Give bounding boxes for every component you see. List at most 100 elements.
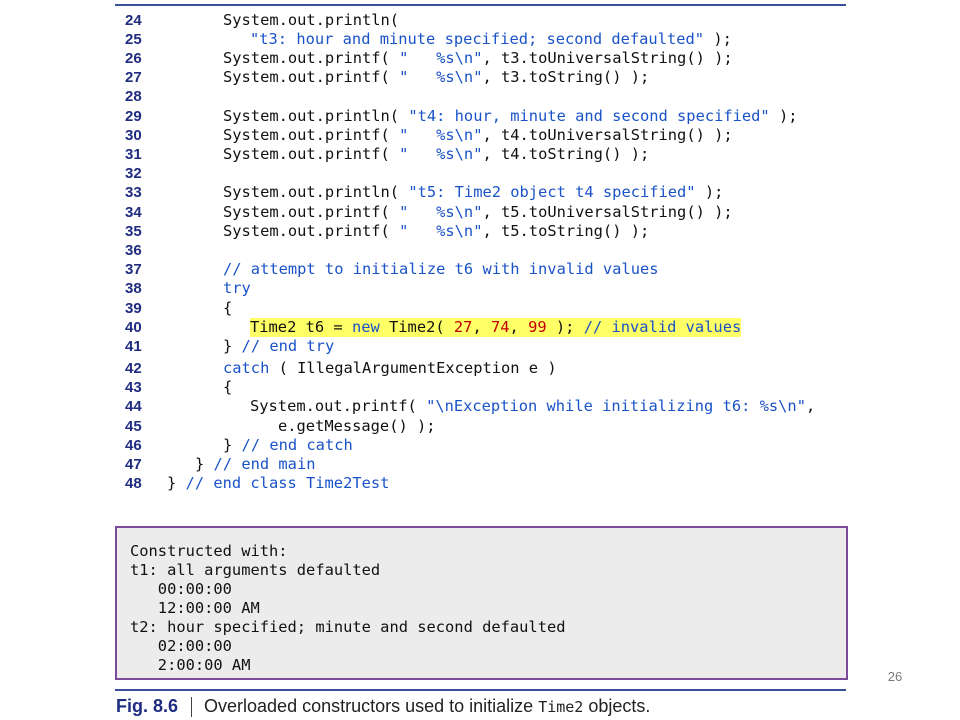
line-number: 37 bbox=[125, 261, 142, 278]
code-text: // attempt to initialize t6 with invalid… bbox=[223, 260, 659, 279]
string-literal: " %s\n" bbox=[399, 126, 483, 144]
output-line: 2:00:00 AM bbox=[130, 656, 251, 674]
code-text: System.out.printf( "\nException while in… bbox=[250, 397, 815, 416]
highlighted-code-text: Time2 t6 = new Time2( 27, 74, 99 ); // i… bbox=[250, 318, 742, 337]
code-token: ); bbox=[695, 183, 724, 201]
code-text: { bbox=[223, 299, 232, 318]
code-line: 24 System.out.println( bbox=[115, 11, 846, 30]
code-token: System.out.println( bbox=[223, 107, 409, 125]
line-number: 34 bbox=[125, 204, 142, 221]
code-text: } // end try bbox=[223, 337, 334, 356]
code-token: ( IllegalArgumentException e ) bbox=[269, 359, 557, 377]
line-number: 48 bbox=[125, 475, 142, 492]
code-token: e.getMessage() ); bbox=[278, 417, 436, 435]
line-number: 31 bbox=[125, 146, 142, 163]
code-token: System.out.println( bbox=[223, 11, 400, 29]
code-line: 46} // end catch bbox=[115, 436, 846, 455]
caption-text-after: objects. bbox=[583, 696, 651, 716]
code-token: ); bbox=[546, 318, 584, 336]
code-text: try bbox=[223, 279, 251, 298]
line-number: 40 bbox=[125, 319, 142, 336]
caption-code: Time2 bbox=[538, 698, 584, 716]
output-line: 02:00:00 bbox=[130, 637, 232, 655]
code-line: 37 // attempt to initialize t6 with inval… bbox=[115, 260, 846, 279]
number-literal: 27 bbox=[453, 318, 473, 336]
code-token: , bbox=[509, 318, 529, 336]
figure-label: Fig. 8.6 bbox=[116, 696, 179, 716]
line-number: 47 bbox=[125, 456, 142, 473]
line-number: 27 bbox=[125, 69, 142, 86]
code-token: System.out.println( bbox=[223, 183, 409, 201]
code-token: , t5.toUniversalString() ); bbox=[482, 203, 733, 221]
string-literal: " %s\n" bbox=[399, 222, 483, 240]
line-number: 33 bbox=[125, 184, 142, 201]
code-comment: // end catch bbox=[241, 436, 353, 454]
line-number: 29 bbox=[125, 108, 142, 125]
code-line: 36 bbox=[115, 241, 846, 260]
line-number: 38 bbox=[125, 280, 142, 297]
code-token: System.out.printf( bbox=[223, 145, 400, 163]
code-text: System.out.printf( " %s\n", t4.toString(… bbox=[223, 145, 649, 164]
code-comment: // end main bbox=[213, 455, 316, 473]
output-line: Constructed with: bbox=[130, 542, 288, 560]
string-literal: " %s\n" bbox=[399, 145, 483, 163]
code-line: 32 bbox=[115, 164, 846, 183]
code-line: 27 System.out.printf( " %s\n", t3.toStrin… bbox=[115, 68, 846, 87]
code-line: 40 Time2 t6 = new Time2( 27, 74, 99 ); //… bbox=[115, 318, 846, 337]
figure-caption: Fig. 8.6 Overloaded constructors used to … bbox=[116, 694, 650, 718]
code-token: System.out.printf( bbox=[223, 68, 400, 86]
output-line: t1: all arguments defaulted bbox=[130, 561, 381, 579]
code-comment: // end class Time2Test bbox=[185, 474, 390, 492]
code-line: 38 try bbox=[115, 279, 846, 298]
code-token: } bbox=[223, 436, 242, 454]
code-text: System.out.printf( " %s\n", t3.toString(… bbox=[223, 68, 649, 87]
code-text: "t3: hour and minute specified; second d… bbox=[250, 30, 732, 49]
code-text: } // end class Time2Test bbox=[167, 474, 389, 493]
number-literal: 99 bbox=[528, 318, 547, 336]
string-literal: "t5: Time2 object t4 specified" bbox=[408, 183, 696, 201]
code-line: 47} // end main bbox=[115, 455, 846, 474]
code-comment: // invalid values bbox=[583, 318, 742, 336]
line-number: 36 bbox=[125, 242, 142, 259]
caption-text-before: Overloaded constructors used to initiali… bbox=[204, 696, 539, 716]
output-line: 12:00:00 AM bbox=[130, 599, 260, 617]
line-number: 28 bbox=[125, 88, 142, 105]
code-line: 45 e.getMessage() ); bbox=[115, 417, 846, 436]
code-token: System.out.printf( bbox=[250, 397, 427, 415]
line-number: 26 bbox=[125, 50, 142, 67]
line-number: 42 bbox=[125, 360, 142, 377]
code-token: System.out.printf( bbox=[223, 222, 400, 240]
string-literal: "\nException while initializing t6: %s\n… bbox=[426, 397, 806, 415]
code-token: } bbox=[195, 455, 214, 473]
keyword: new bbox=[351, 318, 380, 336]
code-text: System.out.println( bbox=[223, 11, 399, 30]
code-text: } // end main bbox=[195, 455, 315, 474]
string-literal: " %s\n" bbox=[399, 203, 483, 221]
line-number: 46 bbox=[125, 437, 142, 454]
line-number: 24 bbox=[125, 12, 142, 29]
code-line: 48 } // end class Time2Test bbox=[115, 474, 846, 493]
code-token: ); bbox=[769, 107, 798, 125]
output-line: t2: hour specified; minute and second de… bbox=[130, 618, 566, 636]
code-comment: // end try bbox=[241, 337, 335, 355]
code-text: e.getMessage() ); bbox=[278, 417, 436, 436]
line-number: 45 bbox=[125, 418, 142, 435]
program-output-box: Constructed with:t1: all arguments defau… bbox=[115, 526, 848, 680]
code-token: ); bbox=[704, 30, 732, 48]
code-token: { bbox=[223, 378, 233, 396]
code-text: System.out.printf( " %s\n", t5.toString(… bbox=[223, 222, 649, 241]
code-token: , t3.toString() ); bbox=[482, 68, 650, 86]
code-token: , bbox=[472, 318, 491, 336]
code-line: 41} // end try bbox=[115, 337, 846, 356]
code-line: 33 System.out.println( "t5: Time2 object … bbox=[115, 183, 846, 202]
top-rule bbox=[115, 4, 846, 6]
line-number: 39 bbox=[125, 300, 142, 317]
caption-rule bbox=[115, 689, 846, 691]
line-number: 25 bbox=[125, 31, 142, 48]
code-line: 39 { bbox=[115, 299, 846, 318]
code-token: , t5.toString() ); bbox=[482, 222, 650, 240]
